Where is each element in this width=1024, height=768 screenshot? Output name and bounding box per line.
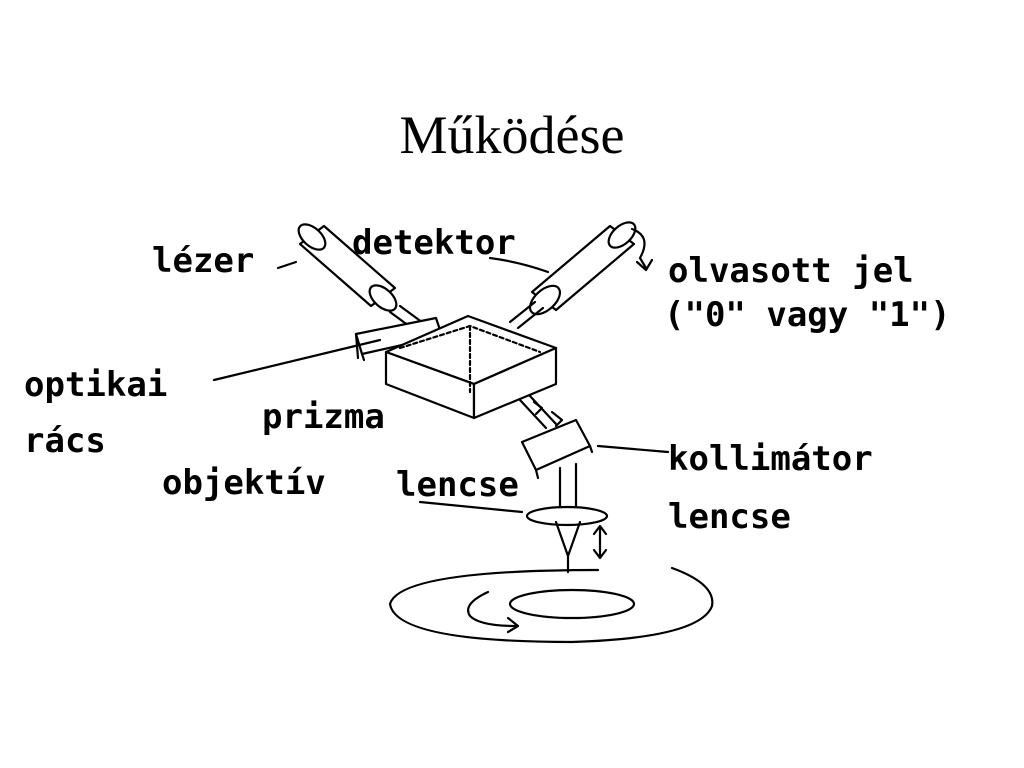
label-detector: detektor [352, 223, 516, 263]
collimator-lens [520, 418, 594, 480]
vertical-beam [558, 462, 578, 512]
focus-arrow [592, 524, 608, 560]
label-laser: lézer [152, 241, 254, 281]
label-prism: prizma [262, 397, 385, 437]
prism-box [384, 314, 558, 420]
label-collimator-lens: lencse [668, 497, 791, 537]
laser-tube [297, 223, 398, 312]
label-objective: objektív [162, 463, 326, 503]
label-optical: optikai [24, 365, 167, 405]
objective-lens [525, 505, 609, 574]
prism-to-collimator-beam [518, 394, 564, 430]
label-objective-lens: lencse [396, 465, 519, 505]
slide-title: Működése [399, 105, 625, 165]
label-read-signal: olvasott jel [668, 251, 914, 291]
disc [388, 566, 714, 644]
label-read-signal-values: ("0" vagy "1") [664, 295, 951, 335]
leader-lines [212, 256, 670, 514]
detector-tube [528, 221, 654, 316]
label-grating: rács [24, 421, 106, 461]
label-collimator: kollimátor [668, 439, 873, 479]
